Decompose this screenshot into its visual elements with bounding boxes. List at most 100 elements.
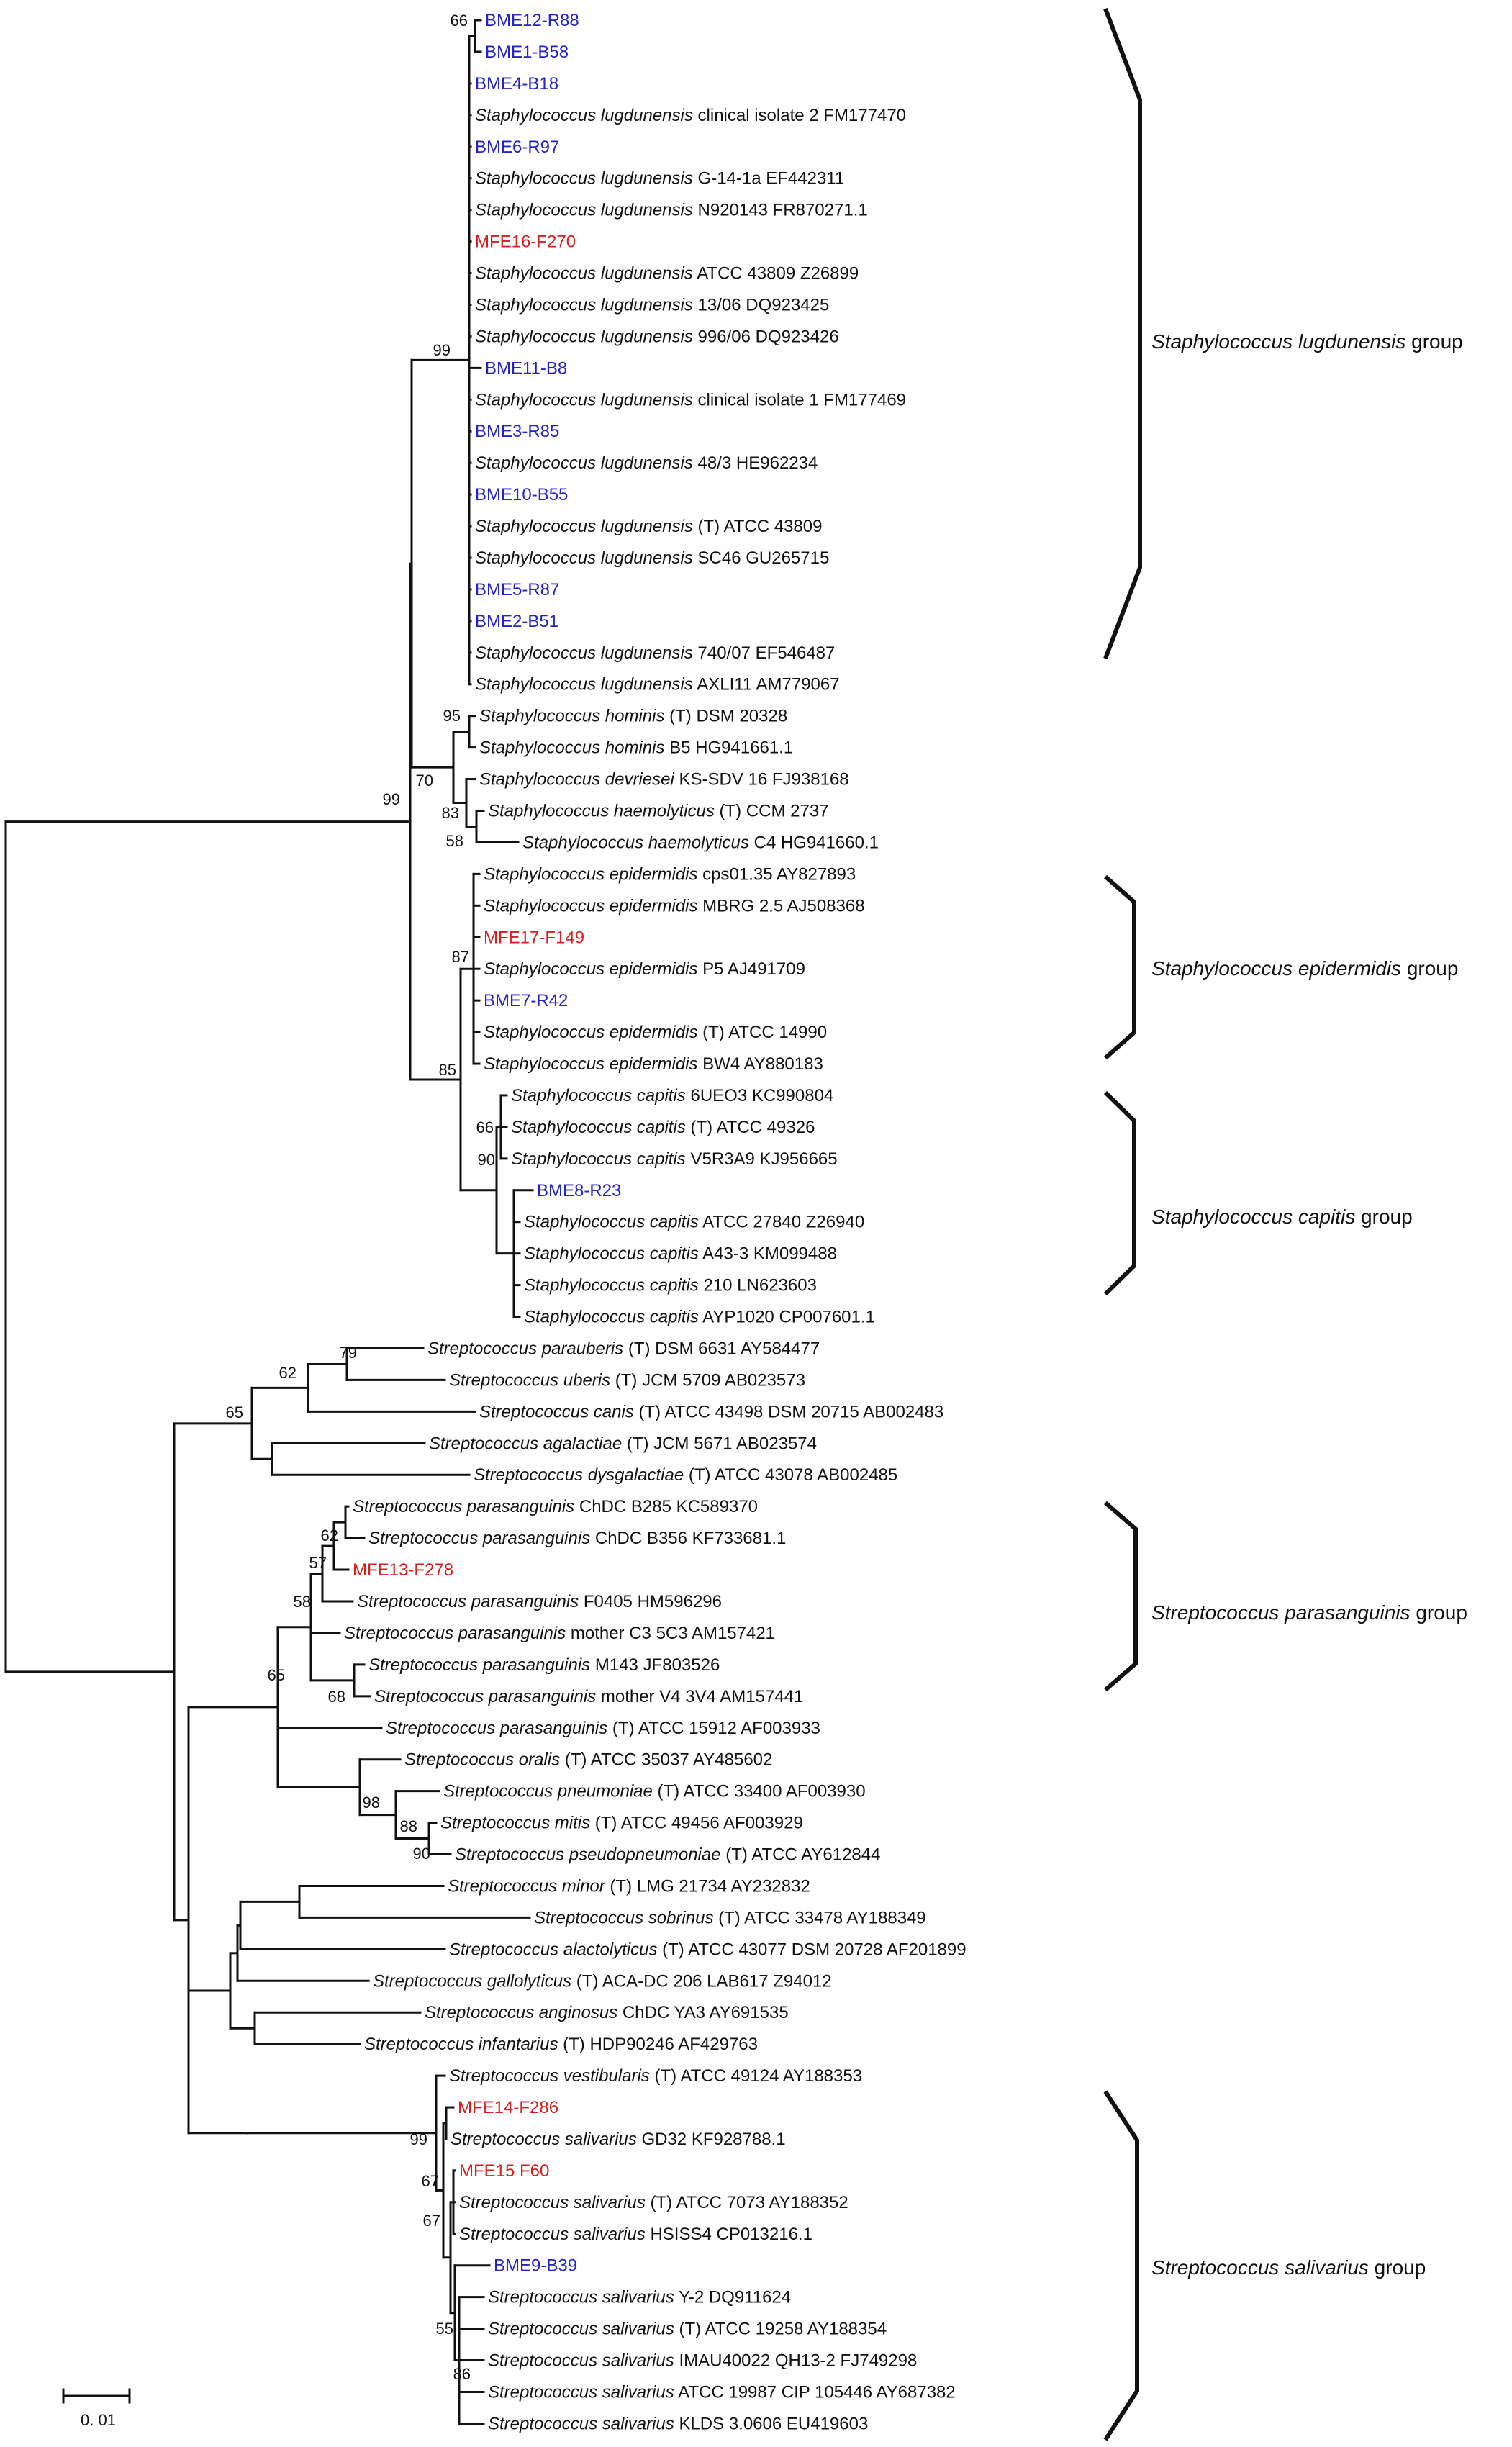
bootstrap-values: 6699957099835887856690796265625758656898…	[226, 12, 495, 2383]
bootstrap-value-27: 86	[453, 2365, 471, 2383]
bootstrap-value-18: 65	[268, 1666, 285, 1684]
leaf-label-66: Streptococcus vestibularis (T) ATCC 4912…	[449, 2066, 862, 2086]
strain-accession: (T) ATCC 19258 AY188354	[674, 2320, 887, 2339]
species-name: Staphylococcus lugdunensis	[475, 390, 693, 410]
bootstrap-value-15: 62	[321, 1526, 338, 1544]
leaf-label-49: Streptococcus parasanguinis ChDC B356 KF…	[368, 1529, 786, 1548]
species-name: Staphylococcus lugdunensis	[475, 106, 693, 125]
leaf-label-56: Streptococcus oralis (T) ATCC 35037 AY48…	[404, 1750, 772, 1770]
leaf-label-14: BME3-R85	[475, 422, 559, 441]
leaf-label-45: Streptococcus canis (T) ATCC 43498 DSM 2…	[479, 1402, 943, 1421]
leaf-label-54: Streptococcus parasanguinis mother V4 3V…	[374, 1687, 803, 1706]
group-label-1: Staphylococcus lugdunensis group	[1151, 330, 1463, 353]
group-brace-2	[1104, 874, 1136, 1060]
species-name: Streptococcus gallolyticus	[373, 1971, 571, 1991]
strain-accession: (T) ATCC 49326	[686, 1118, 815, 1137]
species-name: Staphylococcus hominis	[479, 707, 664, 726]
strain-accession: ATCC 19987 CIP 105446 AY687382	[674, 2383, 956, 2402]
leaf-label-55: Streptococcus parasanguinis (T) ATCC 159…	[386, 1719, 820, 1738]
strain-accession: clinical isolate 1 FM177469	[693, 390, 906, 410]
species-name: Staphylococcus lugdunensis	[475, 643, 693, 663]
leaf-label-31: Staphylococcus epidermidis P5 AJ491709	[484, 959, 805, 979]
leaf-label-50: MFE13-F278	[353, 1560, 453, 1580]
leaf-label-11: Staphylococcus lugdunensis 996/06 DQ9234…	[475, 327, 839, 346]
leaf-label-73: Streptococcus salivarius Y-2 DQ911624	[488, 2288, 791, 2307]
strain-accession: (T) ATCC 49456 AF003929	[590, 1814, 803, 1833]
species-name: Staphylococcus lugdunensis	[475, 169, 693, 189]
strain-accession: ChDC B285 KC589370	[574, 1497, 758, 1516]
species-name: Streptococcus salivarius	[488, 2320, 674, 2339]
leaf-label-40: Staphylococcus capitis A43-3 KM099488	[524, 1244, 837, 1264]
leaf-label-21: Staphylococcus lugdunensis 740/07 EF5464…	[475, 643, 835, 663]
strain-accession: (T) ATCC 43498 DSM 20715 AB002483	[634, 1402, 943, 1421]
bootstrap-value-9: 85	[439, 1061, 456, 1079]
species-name: Streptococcus anginosus	[425, 2003, 617, 2022]
bootstrap-value-2: 99	[433, 341, 451, 359]
strain-accession: (T) ATCC 33478 AY188349	[713, 1908, 925, 1927]
strain-accession: P5 AJ491709	[697, 959, 805, 979]
strain-accession: MBRG 2.5 AJ508368	[697, 896, 864, 915]
leaf-label-22: Staphylococcus lugdunensis AXLI11 AM7790…	[475, 675, 840, 695]
strain-accession: GD32 KF928788.1	[637, 2130, 786, 2149]
strain-accession: SC46 GU265715	[693, 548, 829, 568]
species-name: Staphylococcus lugdunensis	[475, 201, 693, 220]
bootstrap-value-12: 79	[340, 1344, 357, 1362]
group-suffix: group	[1355, 1206, 1412, 1228]
strain-accession: cps01.35 AY827893	[697, 864, 856, 884]
leaf-label-1: BME12-R88	[485, 11, 579, 30]
group-label-3: Staphylococcus capitis group	[1151, 1206, 1413, 1228]
leaf-label-76: Streptococcus salivarius ATCC 19987 CIP …	[488, 2383, 956, 2402]
bootstrap-value-13: 62	[279, 1364, 296, 1382]
leaf-label-2: BME1-B58	[485, 42, 569, 62]
species-name: Staphylococcus epidermidis	[484, 896, 697, 915]
species-name: Streptococcus alactolyticus	[449, 1940, 657, 1959]
leaf-label-43: Streptococcus parauberis (T) DSM 6631 AY…	[427, 1339, 820, 1358]
leaf-label-9: Staphylococcus lugdunensis ATCC 43809 Z2…	[475, 264, 859, 284]
bootstrap-value-10: 66	[476, 1118, 494, 1136]
leaf-label-68: Streptococcus salivarius GD32 KF928788.1	[451, 2130, 786, 2149]
species-name: Streptococcus parasanguinis	[353, 1497, 574, 1516]
species-name: Streptococcus oralis	[404, 1750, 560, 1770]
leaf-label-60: Streptococcus minor (T) LMG 21734 AY2328…	[448, 1876, 810, 1896]
species-name: Staphylococcus capitis	[511, 1086, 686, 1105]
species-name: Staphylococcus lugdunensis	[475, 675, 693, 695]
leaf-label-34: Staphylococcus epidermidis BW4 AY880183	[484, 1054, 823, 1074]
species-name: Streptococcus parasanguinis	[374, 1687, 596, 1706]
leaf-label-4: Staphylococcus lugdunensis clinical isol…	[475, 106, 906, 125]
bootstrap-value-8: 87	[452, 948, 469, 966]
species-name: Streptococcus parasanguinis	[368, 1529, 590, 1548]
leaf-label-15: Staphylococcus lugdunensis 48/3 HE962234	[475, 453, 818, 473]
leaf-label-26: Staphylococcus haemolyticus (T) CCM 2737	[488, 802, 829, 821]
group-brace-5	[1103, 2090, 1139, 2441]
bootstrap-value-14: 65	[226, 1403, 243, 1421]
group-brace-3	[1103, 1090, 1136, 1296]
leaf-label-39: Staphylococcus capitis ATCC 27840 Z26940	[524, 1213, 864, 1232]
strain-accession: (T) ATCC 33400 AF003930	[653, 1782, 866, 1801]
group-label-2: Staphylococcus epidermidis group	[1151, 957, 1458, 980]
species-name: Staphylococcus haemolyticus	[488, 802, 715, 821]
strain-accession: (T) ATCC AY612844	[721, 1845, 881, 1865]
scale-bar-label: 0. 01	[81, 2411, 116, 2429]
bootstrap-value-21: 88	[400, 1817, 417, 1835]
leaf-label-44: Streptococcus uberis (T) JCM 5709 AB0235…	[449, 1370, 805, 1390]
leaf-label-64: Streptococcus anginosus ChDC YA3 AY69153…	[425, 2003, 789, 2022]
species-name: Streptococcus agalactiae	[429, 1434, 622, 1453]
bootstrap-value-16: 57	[309, 1554, 327, 1572]
strain-accession: (T) ATCC 7073 AY188352	[646, 2193, 848, 2212]
species-name: Staphylococcus devriesei	[479, 770, 674, 790]
group-species-name: Streptococcus parasanguinis	[1151, 1601, 1411, 1624]
strain-accession: (T) JCM 5671 AB023574	[622, 1434, 817, 1453]
strain-accession: ChDC B356 KF733681.1	[590, 1529, 786, 1548]
group-label-5: Streptococcus salivarius group	[1151, 2256, 1426, 2279]
species-name: Streptococcus pneumoniae	[443, 1782, 653, 1801]
tree-branches	[4, 19, 534, 2425]
strain-accession: ATCC 43809 Z26899	[693, 264, 859, 284]
bootstrap-value-26: 55	[436, 2320, 453, 2338]
leaf-label-24: Staphylococcus hominis B5 HG941661.1	[479, 738, 793, 758]
leaf-label-46: Streptococcus agalactiae (T) JCM 5671 AB…	[429, 1434, 817, 1453]
species-name: Staphylococcus hominis	[479, 738, 664, 758]
species-name: Staphylococcus haemolyticus	[522, 833, 749, 852]
bootstrap-value-24: 67	[422, 2172, 439, 2190]
species-name: Staphylococcus lugdunensis	[475, 327, 693, 346]
